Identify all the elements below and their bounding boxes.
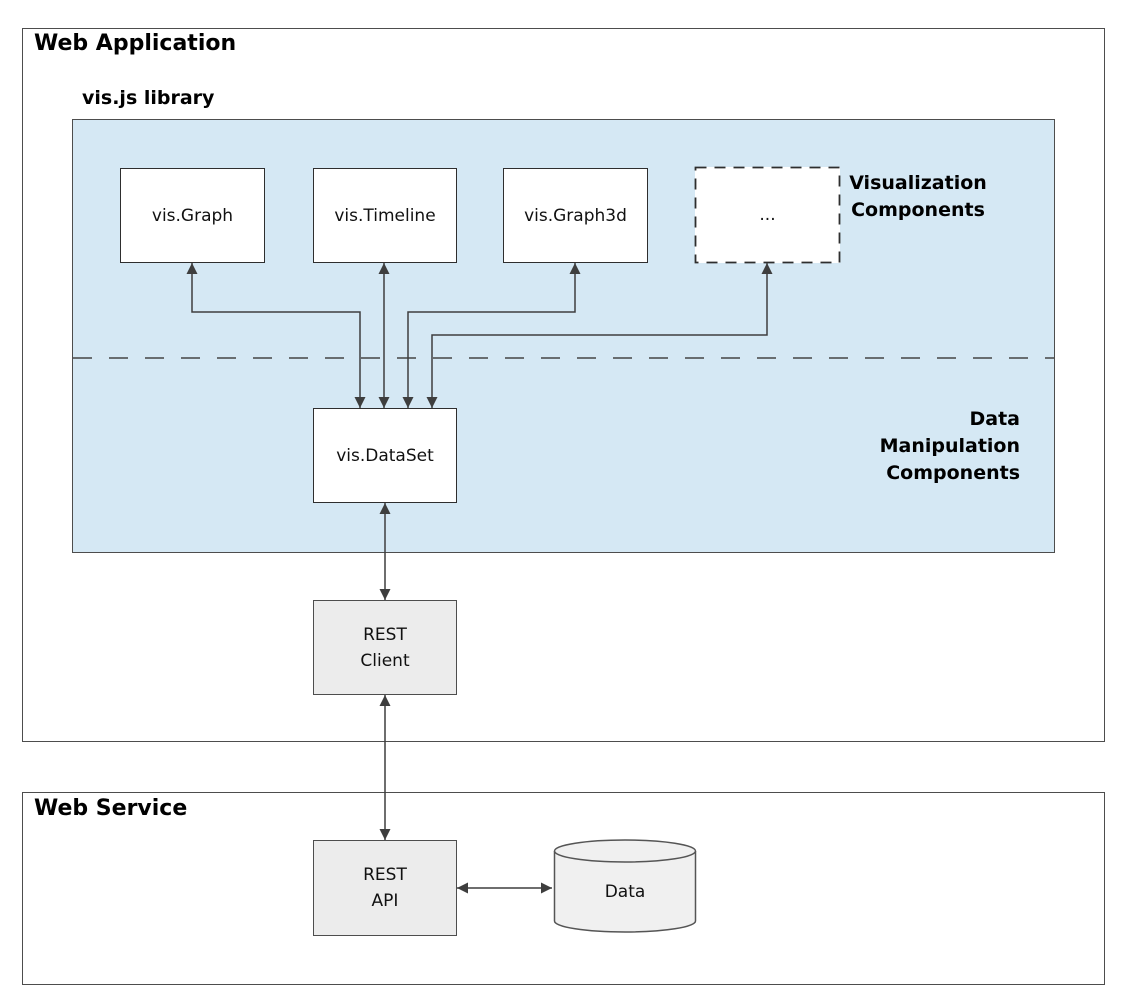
node-vis-graph3d: vis.Graph3d bbox=[503, 168, 648, 263]
node-rest-client-label: REST Client bbox=[360, 624, 410, 671]
web-service-title: Web Service bbox=[34, 796, 188, 821]
node-rest-client: REST Client bbox=[313, 600, 457, 695]
node-rest-api: REST API bbox=[313, 840, 457, 936]
node-vis-graph-label: vis.Graph bbox=[151, 205, 234, 226]
node-data-label: Data bbox=[604, 882, 646, 902]
visualization-components-label: Visualization Components bbox=[818, 170, 1018, 224]
node-vis-timeline-label: vis.Timeline bbox=[334, 205, 436, 226]
web-application-title: Web Application bbox=[34, 31, 237, 56]
node-vis-timeline: vis.Timeline bbox=[313, 168, 457, 263]
node-more-components-label: ... bbox=[759, 205, 776, 225]
data-manipulation-components-label: Data Manipulation Components bbox=[820, 406, 1020, 487]
database-cylinder-icon bbox=[553, 839, 697, 933]
visualization-components-text: Visualization Components bbox=[849, 172, 987, 221]
node-vis-dataset: vis.DataSet bbox=[313, 408, 457, 503]
node-vis-graph3d-label: vis.Graph3d bbox=[524, 205, 627, 226]
data-manipulation-components-text: Data Manipulation Components bbox=[879, 408, 1020, 484]
node-vis-dataset-label: vis.DataSet bbox=[336, 445, 434, 466]
node-vis-graph: vis.Graph bbox=[120, 168, 265, 263]
visjs-library-label: vis.js library bbox=[82, 87, 215, 109]
node-data-cylinder: Data bbox=[553, 838, 697, 934]
node-rest-api-label: REST API bbox=[363, 865, 407, 911]
